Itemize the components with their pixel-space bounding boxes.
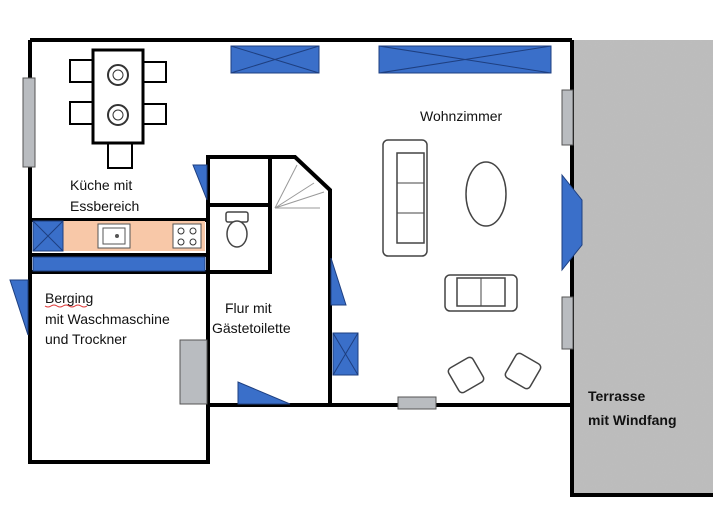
- window-top-right: [378, 45, 552, 74]
- hall-label-line2: Gästetoilette: [212, 320, 291, 336]
- door-living: [330, 257, 347, 306]
- kitchen-label-line2: Essbereich: [70, 198, 139, 214]
- storage-label-line1: Berging: [45, 290, 93, 306]
- kitchen-counter: [32, 220, 205, 252]
- coffee-table-icon: [465, 161, 507, 227]
- walls: [28, 38, 572, 464]
- storage-label-line3: und Trockner: [45, 331, 127, 347]
- window-left-gray: [22, 77, 36, 168]
- armchair-left-icon: [447, 356, 485, 394]
- terrace-label-line2: mit Windfang: [588, 412, 677, 428]
- window-right-gray-1: [561, 89, 574, 146]
- terrace-label-line1: Terrasse: [588, 388, 646, 404]
- armchair-right-icon: [504, 352, 542, 390]
- dining-table-icon: [69, 48, 167, 169]
- door-storage: [9, 279, 29, 336]
- window-right-gray-2: [561, 296, 574, 350]
- door-terrace: [561, 173, 583, 272]
- door-hall: [237, 381, 291, 405]
- doors: [9, 164, 583, 405]
- window-top-left: [230, 45, 320, 74]
- sofa-horizontal-icon: [444, 274, 518, 312]
- storage-top-window: [32, 256, 206, 272]
- hall-label-line1: Flur mit: [225, 300, 272, 316]
- terrace-area: [570, 40, 713, 497]
- door-kitchen: [192, 164, 208, 201]
- toilet-icon: [225, 211, 249, 248]
- kitchen-label-line1: Küche mit: [70, 177, 132, 193]
- window-bottom-gray: [397, 396, 437, 410]
- spellcheck-underline: [44, 304, 88, 308]
- sofa-vertical-icon: [382, 139, 428, 257]
- storage-label-line2: mit Waschmaschine: [45, 311, 170, 327]
- living-room-label: Wohnzimmer: [420, 108, 503, 124]
- stairs: [274, 164, 325, 209]
- stove-icon: [172, 223, 202, 249]
- windows: [22, 45, 574, 410]
- window-hall: [332, 332, 359, 376]
- window-storage-gray: [179, 339, 208, 405]
